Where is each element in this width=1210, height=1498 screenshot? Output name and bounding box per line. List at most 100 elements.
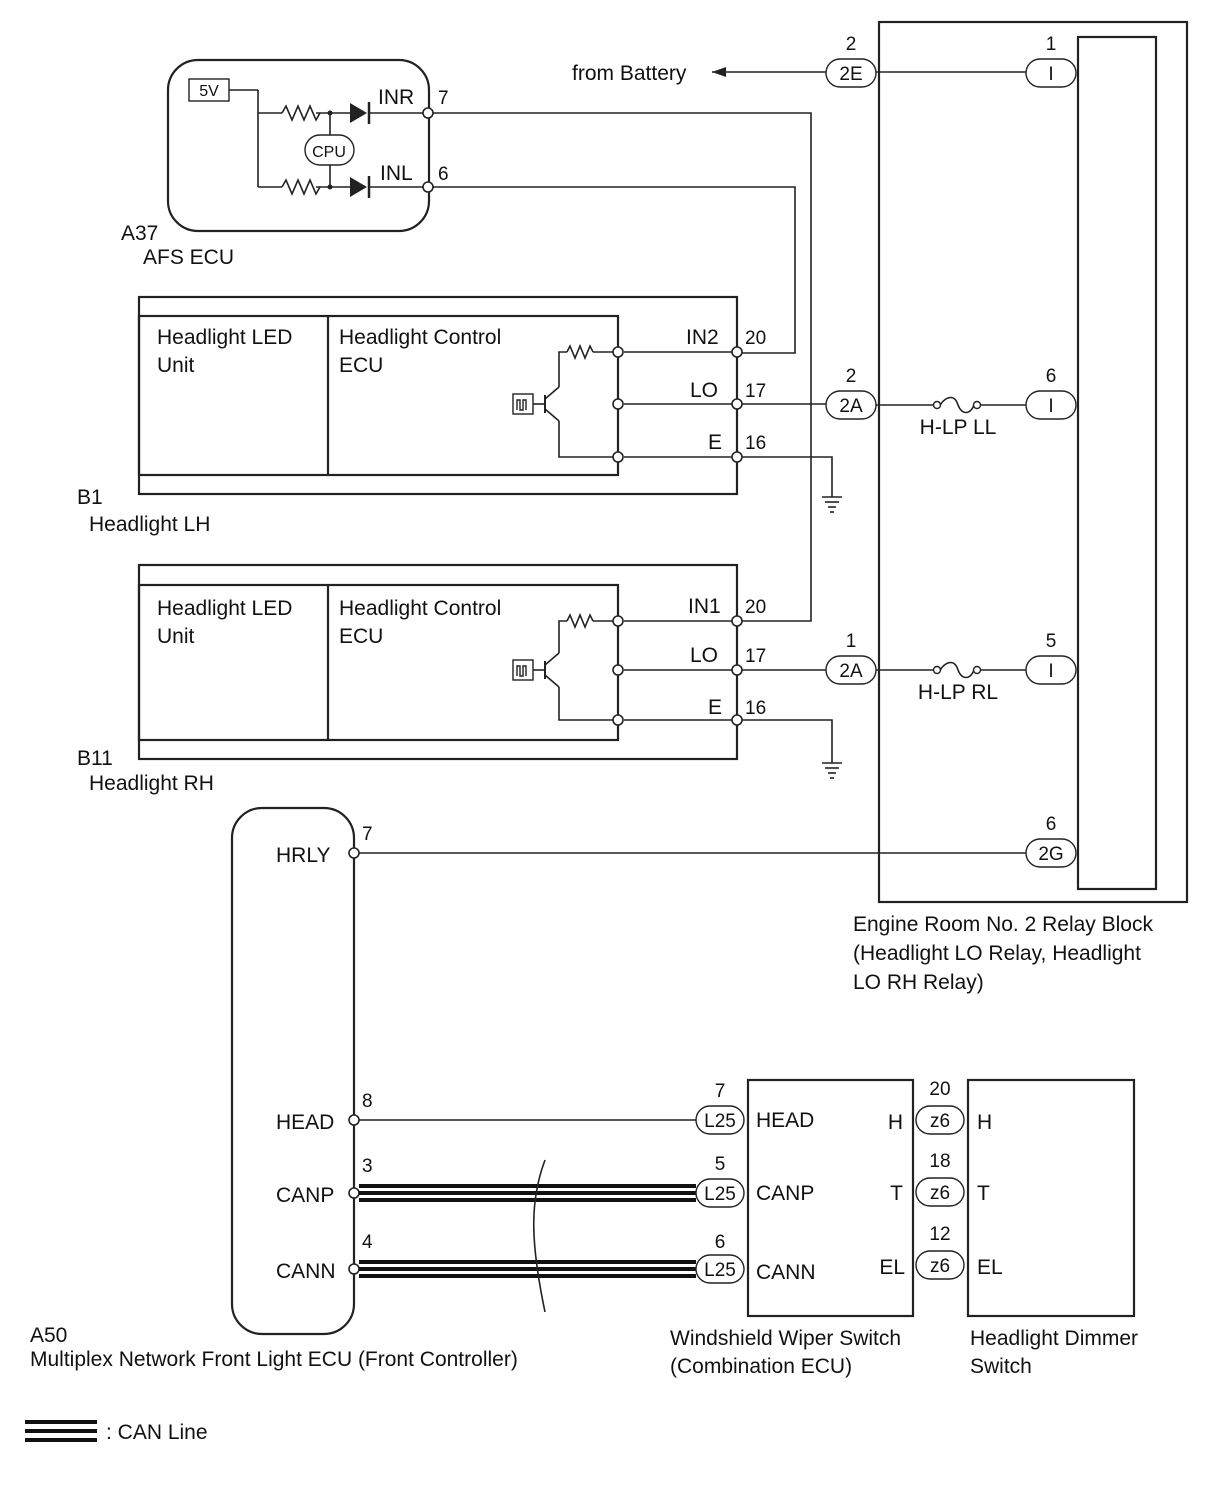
relay-block-name-line2: (Headlight LO Relay, Headlight [853, 942, 1141, 965]
afs-name: AFS ECU [143, 246, 234, 269]
l25-canp-num: 5 [715, 1154, 726, 1175]
wiper-pin-canp: CANP [756, 1182, 814, 1205]
relay-block-name-line1: Engine Room No. 2 Relay Block [853, 913, 1153, 936]
conn-2g: 2G [1038, 844, 1063, 865]
cann-line [359, 1260, 696, 1278]
lh-led-unit-line2: Unit [157, 354, 195, 377]
wiper-pin-cann: CANN [756, 1261, 816, 1284]
rh-code: B11 [77, 747, 113, 770]
conn-i-1: I [1048, 64, 1053, 85]
conn-2e: 2E [839, 64, 862, 85]
dimmer-name-line2: Switch [970, 1355, 1032, 1378]
conn-i-6: I [1048, 396, 1053, 417]
z6-h-conn: z6 [930, 1111, 950, 1132]
wiper-switch: L25 7 L25 5 L25 6 HEAD CANP CANN H T EL … [670, 1078, 965, 1378]
front-light-ecu: HRLY 7 HEAD 8 CANP 3 CANN 4 A50 Multiple… [30, 806, 518, 1371]
wire-break-mark [533, 1159, 546, 1313]
afs-pin-inl-num: 6 [438, 164, 449, 185]
canp-line [359, 1184, 696, 1202]
a50-code: A50 [30, 1324, 67, 1347]
source-5v-label: 5V [199, 83, 219, 100]
legend-can-line: : CAN Line [106, 1421, 208, 1444]
wiper-pin-head: HEAD [756, 1109, 814, 1132]
lh-led-unit-line1: Headlight LED [157, 326, 292, 349]
rh-control-ecu-line2: ECU [339, 625, 383, 648]
a50-pin-canp-num: 3 [362, 1156, 373, 1177]
rh-led-unit-line2: Unit [157, 625, 195, 648]
conn-i-6-num: 6 [1046, 366, 1057, 387]
afs-pin-inr: INR [378, 86, 414, 109]
lh-pin-in2: IN2 [686, 326, 719, 349]
z6-t-conn: z6 [930, 1183, 950, 1204]
afs-pin-inl: INL [380, 162, 413, 185]
lh-pin-e: E [708, 431, 722, 454]
z6-h-num: 20 [929, 1079, 950, 1100]
rh-pin-in1-num: 20 [745, 597, 766, 618]
relay-block-name-line3: LO RH Relay) [853, 971, 984, 994]
afs-ecu: 5V CPU INR 7 INL 6 A37 AFS ECU [121, 58, 449, 269]
wiper-pin-h: H [888, 1111, 903, 1134]
afs-wires [433, 112, 812, 622]
cpu-label: CPU [312, 144, 346, 161]
wiper-name-line2: (Combination ECU) [670, 1355, 852, 1378]
z6-el-conn: z6 [930, 1256, 950, 1277]
afs-code: A37 [121, 222, 158, 245]
rh-control-ecu-line1: Headlight Control [339, 597, 501, 620]
battery-feed: from Battery [572, 62, 1026, 85]
l25-head-conn: L25 [704, 1111, 736, 1132]
conn-2a-2-num: 2 [846, 366, 857, 387]
z6-el-num: 12 [929, 1224, 950, 1245]
rh-pin-e-num: 16 [745, 698, 766, 719]
rh-pin-in1: IN1 [688, 595, 721, 618]
lh-control-ecu-line2: ECU [339, 354, 383, 377]
afs-pin-inr-num: 7 [438, 88, 449, 109]
lh-code: B1 [77, 486, 103, 509]
fuse-h-lp-ll: H-LP LL [920, 416, 997, 439]
l25-canp-conn: L25 [704, 1184, 736, 1205]
conn-i-1-num: 1 [1046, 34, 1057, 55]
conn-2a-1: 2A [839, 661, 863, 682]
lh-pin-lo: LO [690, 379, 718, 402]
z6-t-num: 18 [929, 1151, 950, 1172]
l25-head-num: 7 [715, 1081, 726, 1102]
relay-block: Engine Room No. 2 Relay Block (Headlight… [853, 20, 1189, 994]
lh-name: Headlight LH [89, 513, 210, 536]
from-battery-label: from Battery [572, 62, 687, 85]
a50-pin-head-num: 8 [362, 1091, 373, 1112]
dimmer-pin-t: T [977, 1182, 990, 1205]
conn-2g-num: 6 [1046, 814, 1057, 835]
conn-i-5: I [1048, 661, 1053, 682]
headlight-lh: Headlight LED Unit Headlight Control ECU… [77, 295, 766, 536]
a50-pin-head: HEAD [276, 1111, 334, 1134]
conn-2a-1-num: 1 [846, 631, 857, 652]
arrow-left-icon [712, 67, 726, 77]
a50-pin-canp: CANP [276, 1184, 334, 1207]
rh-pin-lo: LO [690, 644, 718, 667]
dimmer-switch: H T EL Headlight Dimmer Switch [966, 1078, 1138, 1378]
wiper-pin-el: EL [879, 1256, 905, 1279]
lh-control-ecu-line1: Headlight Control [339, 326, 501, 349]
legend: : CAN Line [25, 1420, 208, 1444]
lh-pin-lo-num: 17 [745, 381, 766, 402]
dimmer-name-line1: Headlight Dimmer [970, 1327, 1138, 1350]
relay-connectors: 2E 2 I 1 2A 2 I 6 2A 1 I 5 2G 6 [825, 34, 1077, 868]
lh-pin-in2-num: 20 [745, 328, 766, 349]
conn-i-5-num: 5 [1046, 631, 1057, 652]
fuse-h-lp-rl: H-LP RL [918, 681, 998, 704]
conn-2e-num: 2 [846, 34, 857, 55]
fuses: H-LP LL H-LP RL [876, 396, 1026, 704]
rh-name: Headlight RH [89, 772, 214, 795]
conn-2a-2: 2A [839, 396, 863, 417]
l25-cann-num: 6 [715, 1232, 726, 1253]
lh-ground [742, 456, 842, 513]
rh-pin-lo-num: 17 [745, 646, 766, 667]
a50-name: Multiplex Network Front Light ECU (Front… [30, 1348, 518, 1371]
dimmer-pin-h: H [977, 1111, 992, 1134]
a50-pin-hrly: HRLY [276, 844, 330, 867]
rh-ground [742, 719, 842, 779]
a50-pin-cann: CANN [276, 1260, 336, 1283]
wiper-name-line1: Windshield Wiper Switch [670, 1327, 901, 1350]
a50-pin-cann-num: 4 [362, 1232, 373, 1253]
lh-pin-e-num: 16 [745, 433, 766, 454]
